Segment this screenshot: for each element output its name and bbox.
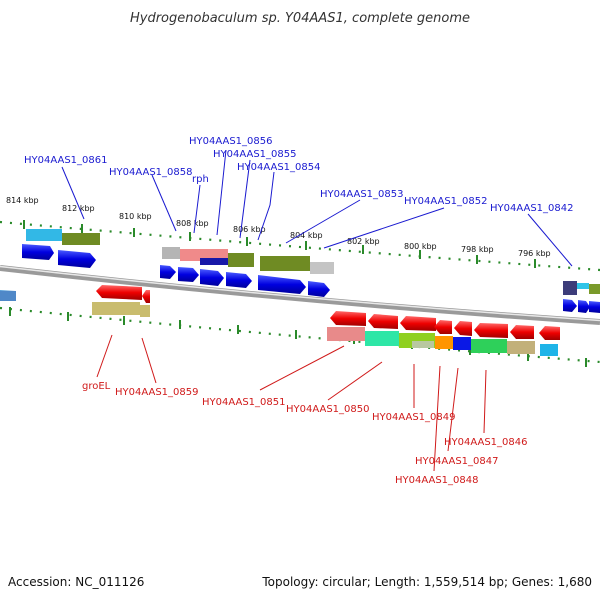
feature-box [228, 253, 254, 267]
feature-box [365, 331, 399, 346]
feature-box [260, 256, 310, 271]
gene-label: rph [192, 174, 209, 185]
forward-feature-boxes [26, 229, 600, 295]
gene-label: HY04AAS1_0861 [24, 155, 107, 166]
feature-box [589, 284, 600, 294]
gene-arrow-reverse [434, 320, 452, 334]
gene-arrow-forward [58, 250, 96, 268]
gene-arrow-reverse [539, 326, 560, 340]
scale-label: 812 kbp [62, 204, 95, 213]
gene-label: HY04AAS1_0858 [109, 167, 192, 178]
gene-arrow-forward [589, 301, 600, 313]
gene-label: HY04AAS1_0850 [286, 404, 369, 415]
scale-label: 798 kbp [461, 245, 494, 254]
gene-arrow-reverse [454, 321, 472, 336]
gene-arrow-forward [578, 300, 590, 313]
gene-arrow-reverse [368, 314, 398, 329]
top-label-leaders [61, 149, 573, 267]
gene-label: HY04AAS1_0846 [444, 437, 527, 448]
genome-backbone [0, 265, 600, 325]
scale-label: 806 kbp [233, 225, 266, 234]
gene-arrow-forward [563, 299, 577, 312]
feature-box [310, 262, 334, 274]
feature-box [540, 344, 558, 356]
gene-label: HY04AAS1_0856 [189, 136, 272, 147]
feature-box [26, 229, 62, 241]
feature-box [412, 341, 434, 348]
scale-label: 804 kbp [290, 231, 323, 240]
scale-line-bottom [0, 306, 600, 364]
gene-arrow-forward [200, 269, 224, 286]
feature-box [327, 327, 365, 341]
gene-arrow-reverse [474, 323, 508, 338]
scale-label: 802 kbp [347, 237, 380, 246]
feature-box [92, 302, 140, 315]
gene-arrow-reverse [400, 316, 436, 331]
gene-label: HY04AAS1_0848 [395, 475, 478, 486]
scale-ticks-top [23, 220, 536, 268]
gene-arrow-reverse [510, 325, 534, 339]
feature-box [200, 258, 228, 265]
feature-box [62, 233, 100, 245]
gene-arrow-forward [178, 267, 199, 282]
scale-labels: 814 kbp 812 kbp 810 kbp 808 kbp 806 kbp … [6, 196, 551, 258]
accession-text: Accession: NC_011126 [8, 575, 144, 589]
forward-gene-arrows [22, 244, 600, 313]
gene-arrow-forward [308, 281, 330, 297]
feature-box [0, 291, 16, 301]
gene-arrow-reverse [96, 285, 142, 300]
scale-label: 796 kbp [518, 249, 551, 258]
reverse-gene-arrows [0, 285, 560, 340]
scale-label: 810 kbp [119, 212, 152, 221]
gene-arrow-forward [160, 265, 176, 279]
gene-label: HY04AAS1_0854 [237, 162, 320, 173]
reverse-feature-boxes [0, 291, 558, 356]
gene-arrow-reverse [142, 290, 150, 303]
gene-label: HY04AAS1_0842 [490, 203, 573, 214]
gene-label: HY04AAS1_0847 [415, 456, 498, 467]
feature-box [162, 247, 180, 259]
gene-label: HY04AAS1_0849 [372, 412, 455, 423]
gene-arrow-forward [22, 244, 54, 260]
topology-text: Topology: circular; Length: 1,559,514 bp… [261, 575, 592, 589]
gene-label: HY04AAS1_0855 [213, 149, 296, 160]
top-gene-labels: HY04AAS1_0861 HY04AAS1_0858 rph HY04AAS1… [24, 136, 573, 214]
feature-box [507, 341, 535, 354]
scale-label: 800 kbp [404, 242, 437, 251]
gene-arrow-forward [226, 272, 252, 288]
feature-box [563, 281, 577, 295]
scale-line-top [0, 220, 600, 272]
feature-box [577, 283, 589, 289]
gene-label: HY04AAS1_0851 [202, 397, 285, 408]
feature-box [471, 339, 507, 353]
bottom-label-leaders [96, 334, 487, 472]
scale-label: 814 kbp [6, 196, 39, 205]
gene-label: HY04AAS1_0859 [115, 387, 198, 398]
gene-label: HY04AAS1_0852 [404, 196, 487, 207]
scale-label: 808 kbp [176, 219, 209, 228]
gene-arrow-forward [258, 275, 306, 294]
map-title: Hydrogenobaculum sp. Y04AAS1, complete g… [130, 11, 470, 26]
gene-label: groEL [82, 381, 111, 392]
feature-box [435, 336, 453, 349]
gene-label: HY04AAS1_0853 [320, 189, 403, 200]
gene-arrow-reverse [330, 311, 366, 326]
bottom-gene-labels: groEL HY04AAS1_0859 HY04AAS1_0851 HY04AA… [82, 381, 527, 486]
feature-box [453, 337, 471, 350]
feature-box [140, 305, 150, 317]
